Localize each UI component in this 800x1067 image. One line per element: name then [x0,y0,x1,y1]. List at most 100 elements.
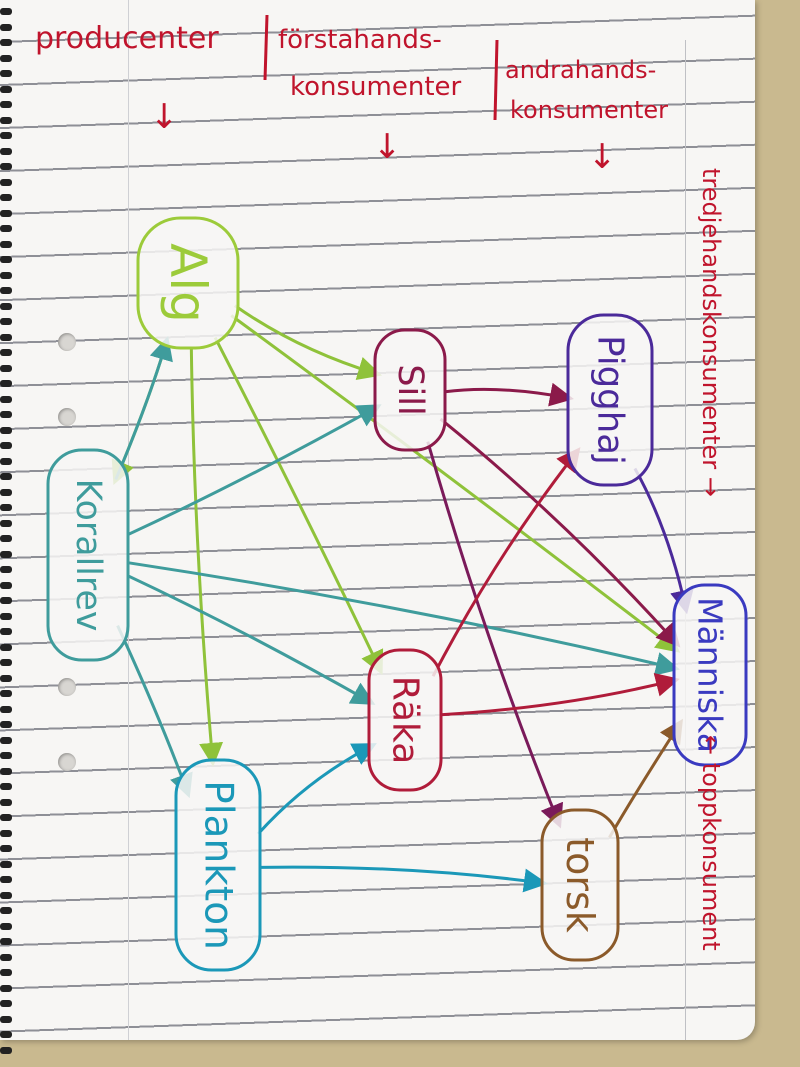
edge-sill-to-pigghaj [444,382,574,407]
spiral-ring [0,256,12,263]
spiral-ring [0,240,12,248]
edges [111,304,694,893]
edge-alg-to-manniska [230,314,681,653]
spiral-ring [0,349,12,356]
spiral-ring [0,287,12,294]
node-outline [672,583,748,767]
edge-raka-to-pigghaj [431,447,581,677]
node-outline [373,328,447,452]
spiral-ring [0,426,12,434]
header-tertiary: tredjehandskonsumenter → [697,168,725,497]
node-torsk: torsk [540,808,620,962]
node-outline [367,648,443,792]
spiral-ring [0,907,12,914]
node-outline [174,758,262,972]
spiral-ring [0,504,12,511]
node-outline [46,448,130,662]
node-raka: Räka [367,648,443,792]
spiral-ring [0,1031,12,1038]
spiral-ring [0,876,12,883]
node-outline [136,216,240,350]
spiral-ring [0,659,12,666]
spiral-ring [0,23,12,31]
spiral-ring [0,473,12,480]
spiral-ring [0,767,12,775]
header-secondary-2: konsumenter [510,96,668,124]
header-top-consumer: ← toppkonsument [697,735,725,951]
spiral-ring [0,814,12,821]
node-korallrev: Korallrev [46,448,130,662]
edge-alg-to-sill [234,304,383,380]
down-arrow-icon: ↓ [373,127,402,167]
spiral-ring [0,783,12,790]
spiral-ring [0,39,12,46]
spiral-ring [0,752,12,759]
node-pigghaj: Pigghaj [566,313,654,487]
spiral-ring [0,225,12,232]
down-arrow-icon: ↓ [150,97,179,137]
header-primary-2: konsumenter [290,72,462,102]
edge-korallrev-to-raka [126,574,376,705]
spiral-ring [0,147,12,155]
edge-plankton-to-torsk [259,865,548,893]
node-sill: Sill [373,328,447,452]
spiral-ring [0,674,12,682]
spiral-ring [0,194,12,201]
spiral-ring [0,8,12,15]
node-label: Människa [691,597,730,753]
spiral-ring [0,597,12,604]
edge-torsk-to-manniska [608,718,684,839]
spiral-ring [0,302,12,310]
edge-alg-to-plankton [189,347,224,767]
edge-korallrev-to-alg [114,335,173,481]
edge-raka-to-manniska [440,673,680,717]
spiral-ring [0,364,12,372]
punch-hole [58,678,76,696]
node-alg: Alg [136,216,240,350]
spiral-ring [0,380,12,387]
spiral-ring [0,535,12,542]
spiral-ring [0,860,12,868]
header-producers: producenter [35,21,219,56]
punch-hole [58,408,76,426]
spiral-ring [0,457,12,465]
spiral-ring [0,442,12,449]
spiral-ring [0,953,12,961]
edge-sill-to-torsk [426,441,564,829]
spiral-ring [0,411,12,418]
spiral-ring [0,829,12,837]
node-label: Alg [159,243,217,323]
spiral-ring [0,798,12,806]
spiral-ring [0,132,12,139]
spiral-ring [0,178,12,186]
node-label: Pigghaj [590,335,631,465]
header-secondary: andrahands- [505,56,656,84]
header-divider [263,14,269,81]
spiral-ring [0,163,12,170]
spiral-ring [0,70,12,77]
spiral-ring [0,116,12,124]
edge-korallrev-to-plankton [116,624,193,799]
node-outline [540,808,620,962]
node-manniska: Människa [672,583,748,767]
down-arrow-icon: ↓ [588,137,617,177]
spiral-ring [0,922,12,930]
punch-hole [58,753,76,771]
edge-korallrev-to-sill [126,404,382,537]
spiral-ring [0,271,12,279]
spiral-ring [0,690,12,697]
spiral-ring [0,984,12,992]
spiral-ring [0,628,12,635]
headers: producenter förstahands- konsumenter and… [35,14,725,951]
spiral-ring [0,54,12,62]
punch-hole [58,333,76,351]
spiral-ring [0,566,12,573]
spiral-ring [0,1000,12,1007]
spiral-ring [0,1015,12,1023]
node-label: torsk [558,837,602,933]
header-divider [493,39,499,121]
spiral-ring [0,845,12,852]
spiral-ring [0,1046,12,1054]
